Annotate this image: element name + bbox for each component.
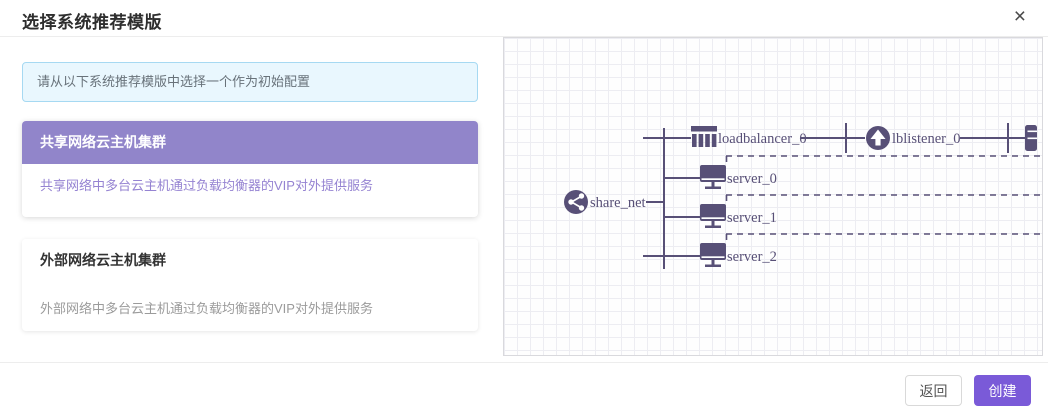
template-card-title: 共享网络云主机集群 xyxy=(22,121,478,164)
server-label: server_2 xyxy=(727,249,777,265)
share-net-label: share_net xyxy=(590,195,646,211)
loadbalancer-node: loadbalancer_0 xyxy=(643,123,865,153)
template-card-description: 共享网络中多台云主机通过负载均衡器的VIP对外提供服务 xyxy=(40,178,373,193)
lblistener-node: lblistener_0 xyxy=(866,123,1037,153)
close-icon[interactable]: × xyxy=(1013,5,1026,28)
server-node: server_0 xyxy=(664,165,777,189)
server-icon xyxy=(700,243,726,267)
share-network-icon xyxy=(564,190,588,214)
clipped-node-icon xyxy=(1025,125,1037,151)
topology-preview-panel: share_net loadbalancer_0 xyxy=(503,37,1043,356)
server-label: server_1 xyxy=(727,210,777,226)
info-banner: 请从以下系统推荐模版中选择一个作为初始配置 xyxy=(22,62,478,102)
template-card-shared-network[interactable]: 共享网络云主机集群 共享网络中多台云主机通过负载均衡器的VIP对外提供服务 xyxy=(22,121,478,217)
info-banner-text: 请从以下系统推荐模版中选择一个作为初始配置 xyxy=(37,74,311,89)
member-dashed-links xyxy=(725,155,1041,244)
server-icon xyxy=(700,165,726,189)
server-label: server_0 xyxy=(727,171,777,187)
server-icon xyxy=(700,204,726,228)
footer-divider xyxy=(0,362,1048,363)
lblistener-label: lblistener_0 xyxy=(892,131,960,147)
share-net-node: share_net xyxy=(564,190,664,214)
dialog-title: 选择系统推荐模版 xyxy=(22,13,162,32)
loadbalancer-icon xyxy=(691,126,717,147)
back-button[interactable]: 返回 xyxy=(905,375,962,406)
topology-diagram: share_net loadbalancer_0 xyxy=(564,123,1041,269)
create-button[interactable]: 创建 xyxy=(974,375,1031,406)
server-node: server_2 xyxy=(643,243,777,267)
template-card-external-network[interactable]: 外部网络云主机集群 外部网络中多台云主机通过负载均衡器的VIP对外提供服务 xyxy=(22,239,478,331)
template-card-description: 外部网络中多台云主机通过负载均衡器的VIP对外提供服务 xyxy=(40,301,373,316)
listener-icon xyxy=(866,126,890,150)
server-node: server_1 xyxy=(664,204,777,228)
template-card-title: 外部网络云主机集群 xyxy=(22,239,478,282)
loadbalancer-label: loadbalancer_0 xyxy=(718,131,807,147)
dialog-header: 选择系统推荐模版 × xyxy=(0,0,1048,37)
